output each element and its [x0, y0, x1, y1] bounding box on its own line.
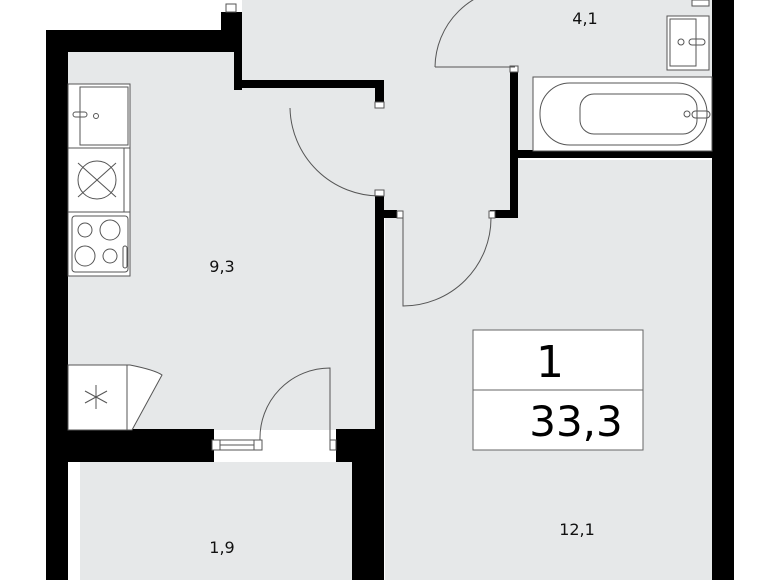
wall-bathroom-bottom — [510, 150, 714, 158]
door-frames — [211, 3, 519, 451]
kitchen-fixtures — [67, 52, 163, 431]
apartment-summary-badge: 1 33,3 — [472, 329, 644, 451]
door-balcony — [259, 367, 331, 441]
kitchen-area-label: 9,3 — [209, 257, 234, 276]
wall-bathroom-left — [510, 72, 518, 218]
stove-icon — [67, 211, 131, 277]
total-area: 33,3 — [529, 397, 623, 446]
bathroom-area-label: 4,1 — [572, 9, 597, 28]
wall-hallway-step-end — [375, 80, 384, 102]
wall-top-kitchen — [46, 30, 242, 52]
snowflake-icon — [84, 385, 108, 409]
balcony-floor — [80, 462, 352, 580]
bathtub-icon — [532, 76, 713, 152]
wall-kitchen-bottom-left — [46, 429, 214, 462]
rooms-count: 1 — [536, 337, 564, 388]
washbasin-icon — [666, 15, 710, 71]
door-living — [402, 217, 492, 307]
wall-hallway-step-h — [234, 80, 384, 88]
door-bathroom — [434, 0, 515, 68]
wall-right — [712, 0, 734, 580]
fridge-icon — [67, 364, 163, 431]
wall-left — [46, 30, 68, 580]
wall-balcony-right — [352, 429, 384, 580]
wall-kitchen-right — [375, 196, 384, 432]
wall-hallway-step-v — [234, 12, 242, 90]
walls — [46, 0, 734, 580]
balcony-area-label: 1,9 — [209, 538, 234, 557]
living-area-label: 12,1 — [559, 520, 595, 539]
bathroom-fixtures — [532, 0, 713, 152]
dishwasher-icon — [67, 147, 131, 213]
wall-bathroom-stub — [490, 210, 518, 218]
door-kitchen-hallway — [289, 107, 381, 197]
area-labels: 4,1 9,3 1,9 12,1 — [209, 9, 597, 557]
door-swings — [259, 0, 515, 441]
wall-kitchen-right-stub — [375, 210, 397, 218]
